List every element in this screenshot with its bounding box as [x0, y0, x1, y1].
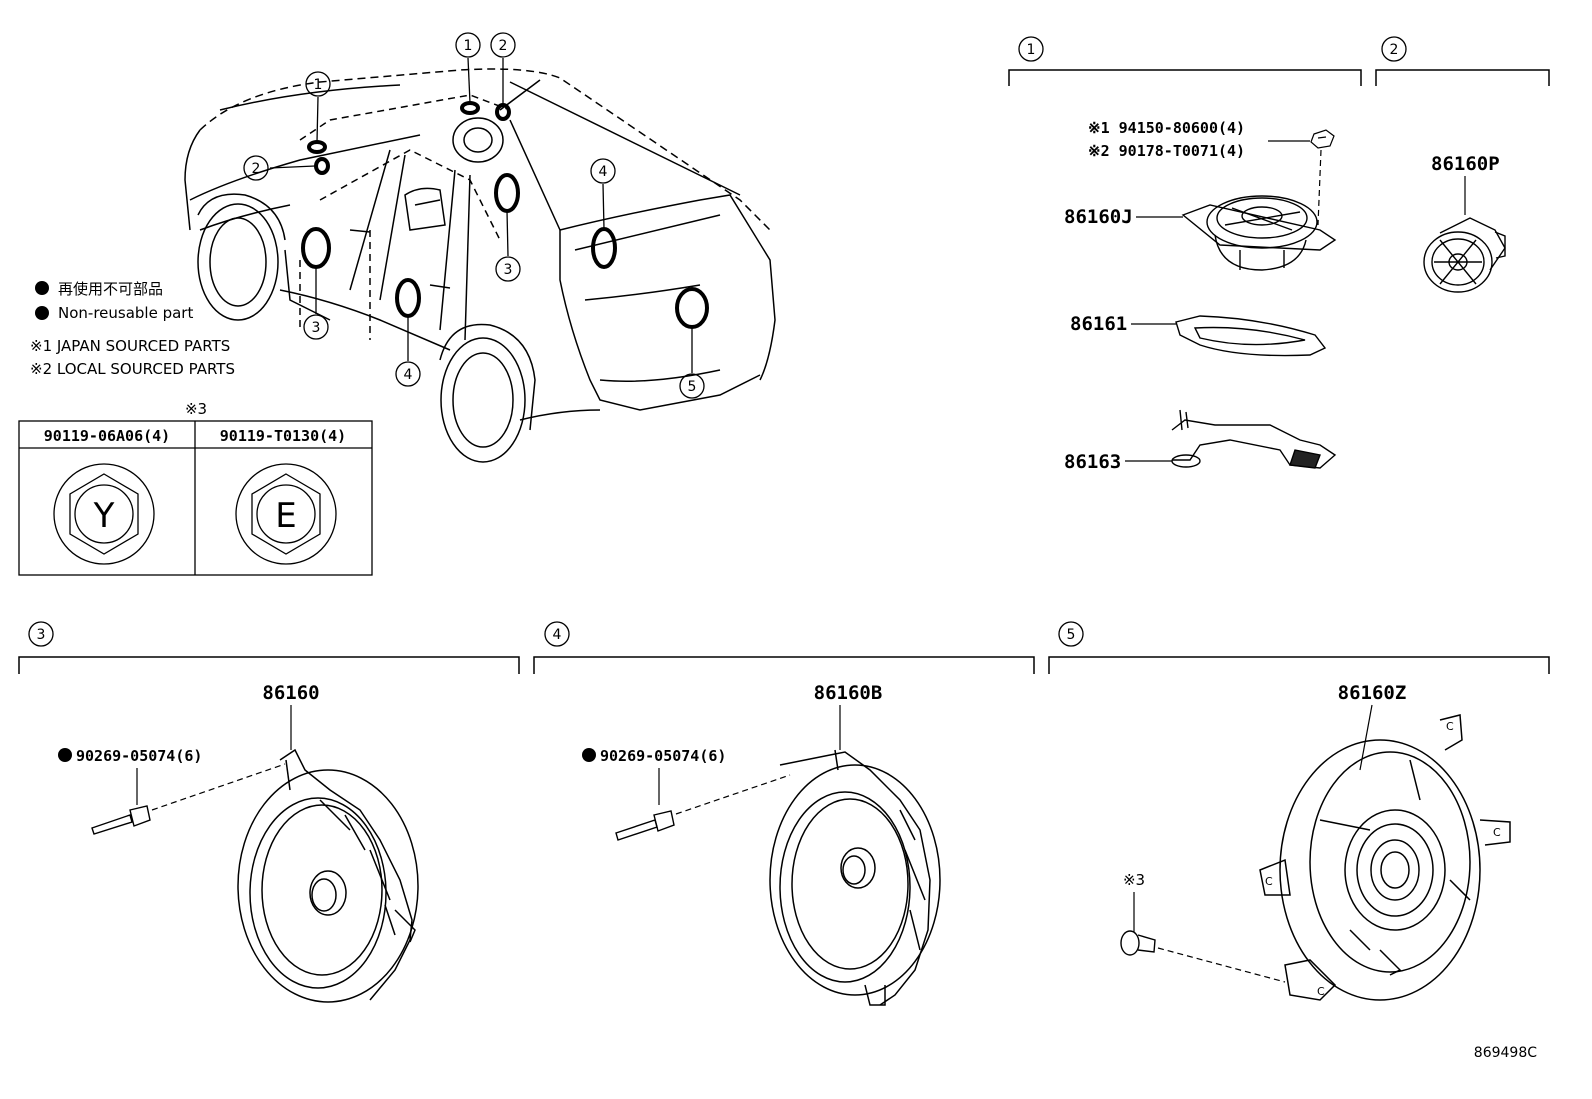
group-5-number: 5	[1067, 627, 1076, 643]
location-marker-3-front-door	[301, 227, 331, 269]
legend-note-1: ※1 JAPAN SOURCED PARTS	[30, 337, 230, 355]
rivet-icon	[615, 810, 675, 841]
location-marker-4-rear-side	[591, 227, 617, 269]
bolt-part-number-2: 90119-T0130(4)	[220, 427, 346, 445]
group-1-bracket	[1008, 69, 1362, 86]
non-reusable-dot-icon	[35, 281, 49, 295]
group-2-number: 2	[1390, 42, 1399, 58]
rivet-part-number: 90269-05074(6)	[600, 747, 726, 765]
group-3-number: 3	[37, 627, 46, 643]
screw-icon	[1120, 930, 1156, 956]
part-86160z-label: 86160Z	[1338, 682, 1407, 704]
speaker-86160z-icon	[1259, 714, 1511, 1001]
callout-number: 4	[404, 367, 413, 383]
vehicle-illustration	[184, 68, 776, 463]
callout-circle-4a	[395, 361, 421, 387]
part-86163-label: 86163	[1064, 451, 1121, 473]
bolt-part-number-1: 90119-06A06(4)	[44, 427, 170, 445]
group-2: 2 86160P	[1375, 36, 1550, 293]
legend-non-reusable-jp: 再使用不可部品	[58, 280, 163, 298]
group-5-bracket	[1048, 656, 1550, 674]
callout-circle-1b	[455, 32, 481, 58]
location-marker-5-rear	[675, 287, 709, 329]
group-3: 3 86160 90269-05074(6)	[18, 621, 520, 1003]
bolt-letter-y: Y	[93, 496, 115, 536]
bolt-table: ※3 90119-06A06(4) 90119-T0130(4) Y E	[18, 400, 373, 576]
callout-circle-3b	[495, 256, 521, 282]
group-4-bracket	[533, 656, 1035, 674]
bolt-table-note: ※3	[185, 400, 207, 418]
group-2-callout-circle	[1381, 36, 1407, 62]
bolt-letter-e: E	[275, 496, 296, 536]
callout-number: 3	[312, 320, 321, 336]
callout-number: 4	[599, 164, 608, 180]
vehicle-callouts	[243, 32, 705, 399]
location-marker-1-front	[307, 140, 327, 154]
location-marker-2-front	[314, 157, 330, 175]
callout-circle-5	[679, 373, 705, 399]
speaker-86160b-icon	[769, 749, 941, 1006]
callout-number: 2	[499, 38, 508, 54]
svg-text:C: C	[1493, 826, 1501, 839]
non-reusable-dot-icon	[582, 748, 596, 762]
bolt-head-y-icon	[53, 463, 155, 565]
non-reusable-dot-icon	[58, 748, 72, 762]
group-4: 4 86160B 90269-05074(6)	[533, 621, 1035, 1006]
part-86160p-label: 86160P	[1431, 153, 1500, 175]
group-4-number: 4	[553, 627, 562, 643]
callout-circle-2b	[490, 32, 516, 58]
part-86160b-label: 86160B	[814, 682, 883, 704]
tweeter-86160p-icon	[1423, 217, 1506, 293]
group-2-bracket	[1375, 69, 1550, 86]
bolt-head-e-icon	[235, 463, 337, 565]
callout-number: 1	[314, 77, 323, 93]
svg-text:C: C	[1265, 875, 1273, 888]
group-5: 5 86160Z ※3 C C C C	[1048, 621, 1550, 1001]
callout-circle-3a	[303, 314, 329, 340]
group-3-callout-circle	[28, 621, 54, 647]
callout-number: 2	[252, 161, 261, 177]
part-86161-label: 86161	[1070, 313, 1127, 335]
screw-note: ※3	[1123, 871, 1145, 889]
gasket-86161-icon	[1175, 315, 1327, 357]
location-marker-3-rear-side	[494, 173, 520, 213]
rivet-icon	[91, 805, 151, 835]
group-5-callout-circle	[1058, 621, 1084, 647]
group-4-callout-circle	[544, 621, 570, 647]
group-1: 1 ※1 94150-80600(4) ※2 90178-T0071(4) 86…	[1008, 36, 1362, 473]
callout-number: 1	[464, 38, 473, 54]
callout-number: 3	[504, 262, 513, 278]
callout-circle-2a	[243, 155, 269, 181]
legend: 再使用不可部品 Non-reusable part ※1 JAPAN SOURC…	[30, 280, 235, 378]
callout-circle-4b	[590, 158, 616, 184]
group-1-number: 1	[1027, 42, 1036, 58]
part-86160-label: 86160	[262, 682, 319, 704]
part-86160j-label: 86160J	[1064, 206, 1133, 228]
svg-text:C: C	[1446, 720, 1454, 733]
rivet-part-number: 90269-05074(6)	[76, 747, 202, 765]
location-marker-1-dash	[460, 101, 480, 115]
location-marker-4-rear-door	[395, 278, 421, 318]
nut-icon	[1310, 129, 1335, 149]
tweeter-86160j-icon	[1181, 195, 1337, 271]
svg-text:C: C	[1317, 985, 1325, 998]
callout-number: 5	[688, 379, 697, 395]
callout-leaders	[269, 57, 693, 373]
nut-part-local: ※2 90178-T0071(4)	[1088, 142, 1245, 160]
legend-note-2: ※2 LOCAL SOURCED PARTS	[30, 360, 235, 378]
speaker-86160-icon	[237, 748, 419, 1003]
illustration-id: 869498C	[1474, 1045, 1537, 1061]
non-reusable-dot-icon	[35, 306, 49, 320]
group-3-bracket	[18, 656, 520, 674]
legend-non-reusable-en: Non-reusable part	[58, 304, 193, 322]
nut-part-japan: ※1 94150-80600(4)	[1088, 119, 1245, 137]
bracket-86163-icon	[1171, 409, 1337, 469]
callout-circle-1a	[305, 71, 331, 97]
group-1-callout-circle	[1018, 36, 1044, 62]
